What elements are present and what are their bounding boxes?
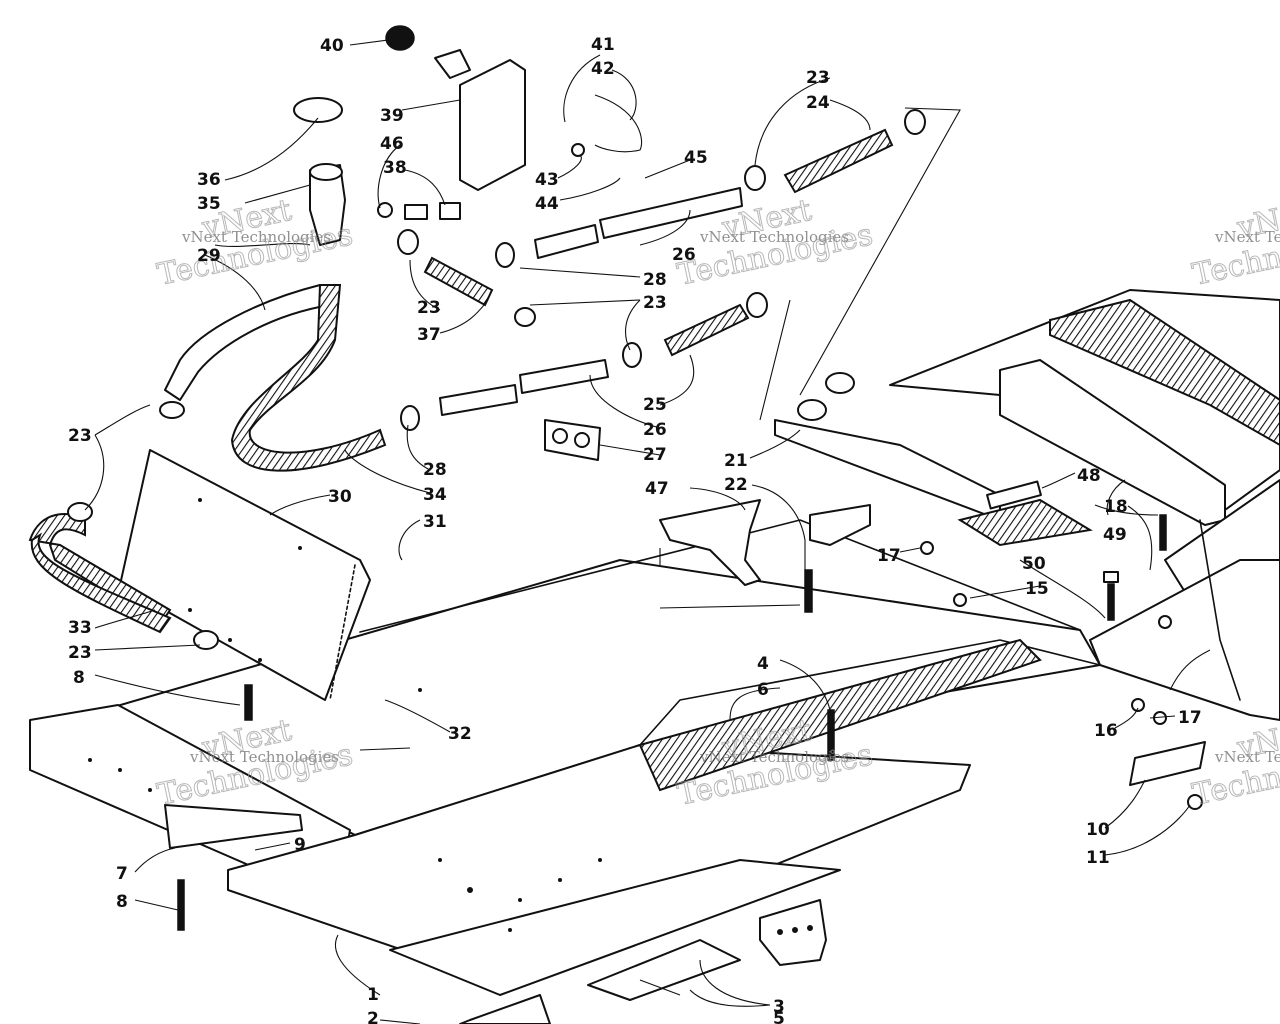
callout-41: 41 [591,35,615,55]
callout-44: 44 [535,194,559,214]
callout-47: 47 [645,479,669,499]
callout-9: 9 [294,835,306,855]
callout-23: 23 [417,298,441,318]
callout-26: 26 [672,245,696,265]
callout-15: 15 [1025,579,1049,599]
watermark-text: vNext Technologies [1214,228,1280,246]
callout-31: 31 [423,512,447,532]
callout-38: 38 [383,158,407,178]
callout-23: 23 [68,643,92,663]
callout-42: 42 [591,59,615,79]
callout-35: 35 [197,194,221,214]
callout-25: 25 [643,395,667,415]
callout-7: 7 [116,864,128,884]
callout-8: 8 [116,892,128,912]
callout-34: 34 [423,485,447,505]
callout-32: 32 [448,724,472,744]
callout-2: 2 [367,1009,379,1024]
callout-45: 45 [684,148,708,168]
callout-3: 3 [773,997,785,1017]
watermark-text: vNext [1233,713,1280,766]
callout-16: 16 [1094,721,1118,741]
callout-8: 8 [73,668,85,688]
watermark-text: vNext Technologies [1214,748,1280,766]
callout-21: 21 [724,451,748,471]
callout-33: 33 [68,618,92,638]
callout-27: 27 [643,445,667,465]
callout-36: 36 [197,170,221,190]
callout-24: 24 [806,93,830,113]
callout-10: 10 [1086,820,1110,840]
callout-40: 40 [320,36,344,56]
callout-29: 29 [197,246,221,266]
callout-43: 43 [535,170,559,190]
callout-37: 37 [417,325,441,345]
callout-4: 4 [757,654,769,674]
callout-17: 17 [877,546,901,566]
callout-18: 18 [1104,497,1128,517]
chassis-tunnel [29,519,1101,1024]
callout-23: 23 [68,426,92,446]
callout-30: 30 [328,487,352,507]
callout-1: 1 [367,985,379,1005]
watermark-text: vNext Technologies [699,748,849,766]
watermark-text: vNext Technologies [699,228,849,246]
rear-frame [774,289,1280,721]
callout-6: 6 [757,680,769,700]
callout-22: 22 [724,475,748,495]
callout-23: 23 [806,68,830,88]
watermark-text: vNext [1233,193,1280,246]
callout-17: 17 [1178,708,1202,728]
watermark-text: vNext Technologies [189,748,339,766]
callout-11: 11 [1086,848,1110,868]
callout-39: 39 [380,106,404,126]
leader-lines [84,39,1211,1024]
callout-26: 26 [643,420,667,440]
callout-5: 5 [773,1009,785,1024]
radiator-panel [119,449,371,701]
bracket-47 [659,499,871,586]
cooling-hoses [28,25,1206,931]
callout-48: 48 [1077,466,1101,486]
callouts: 1 2 3 4 5 6 7 8 8 9 10 11 15 16 17 17 18… [68,35,1202,1024]
callout-50: 50 [1022,554,1046,574]
watermark-text: vNext Technologies [181,228,331,246]
callout-28: 28 [423,460,447,480]
callout-23: 23 [643,293,667,313]
callout-28: 28 [643,270,667,290]
callout-49: 49 [1103,525,1127,545]
callout-46: 46 [380,134,404,154]
